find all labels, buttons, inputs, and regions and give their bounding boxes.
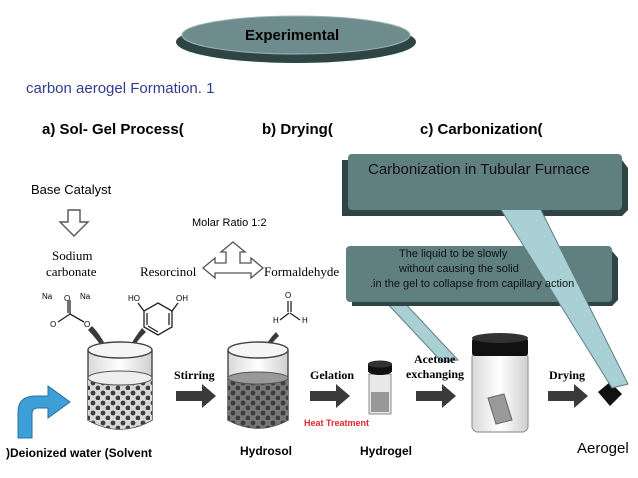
resorcinol-oh: OH xyxy=(176,294,188,303)
beaker-1 xyxy=(87,341,153,430)
sodium-carbonate-structure xyxy=(57,300,85,323)
resorcinol-label: Resorcinol xyxy=(140,264,197,279)
gelation-label: Gelation xyxy=(310,368,354,382)
step-c-label: c) Carbonization( xyxy=(420,121,543,138)
carbonization-callout-text: Carbonization in Tubular Furnace xyxy=(368,161,590,178)
hydrogel-vial xyxy=(368,360,392,415)
acetone-arrow xyxy=(416,384,456,408)
na-left: Na xyxy=(42,292,53,301)
slide-title: Experimental xyxy=(245,27,340,44)
molar-double-arrow xyxy=(201,241,265,280)
sodium-label-line-1: Sodium xyxy=(52,248,93,263)
formaldehyde-h-right: H xyxy=(302,316,308,325)
sodium-label-line-2: carbonate xyxy=(46,264,97,279)
beaker-2 xyxy=(227,341,289,429)
carbonate-o-left: O xyxy=(50,320,57,329)
formaldehyde-h-left: H xyxy=(273,316,279,325)
base-catalyst-label: Base Catalyst xyxy=(31,182,112,197)
drying-callout-line-3: .in the gel to collapse from capillary a… xyxy=(370,278,575,290)
hydrogel-label: Hydrogel xyxy=(360,444,413,458)
acetone-jar xyxy=(471,333,529,433)
carbonate-o-top: O xyxy=(64,294,71,303)
aerogel-label: Aerogel xyxy=(577,440,629,457)
resorcinol-ho: HO xyxy=(128,294,140,303)
formaldehyde-o: O xyxy=(285,291,292,300)
na-right: Na xyxy=(80,292,91,301)
deionized-water-arrow xyxy=(17,385,71,439)
resorcinol-structure xyxy=(137,302,179,336)
hydrosol-label: Hydrosol xyxy=(240,444,293,458)
catalyst-down-arrow xyxy=(58,209,90,237)
molar-ratio-label: Molar Ratio 1:2 xyxy=(192,217,267,229)
deionized-water-label: )Deionized water (Solvent xyxy=(6,446,153,460)
stirring-label: Stirring xyxy=(174,368,215,382)
drying-callout-line-1: The liquid to be slowly xyxy=(399,248,508,260)
carbonate-o-right: O xyxy=(84,320,91,329)
drying-label: Drying xyxy=(549,368,585,382)
title-ellipse xyxy=(176,15,416,63)
aerogel-piece xyxy=(598,382,622,406)
step-b-label: b) Drying( xyxy=(262,121,333,138)
stirring-arrow xyxy=(176,384,216,408)
gelation-arrow xyxy=(310,384,350,408)
step-a-label: a) Sol- Gel Process( xyxy=(42,121,184,138)
drying-arrow xyxy=(548,384,588,408)
carbonization-callout xyxy=(342,154,629,389)
drying-callout-line-2: without causing the solid xyxy=(399,263,519,275)
heat-treatment-label: Heat Treatment xyxy=(304,418,370,428)
slide-subtitle: carbon aerogel Formation. 1 xyxy=(26,80,215,97)
acetone-label-line-2: exchanging xyxy=(406,367,465,381)
formaldehyde-label: Formaldehyde xyxy=(264,264,340,279)
formaldehyde-structure xyxy=(279,301,301,321)
acetone-label-line-1: Acetone xyxy=(414,352,456,366)
